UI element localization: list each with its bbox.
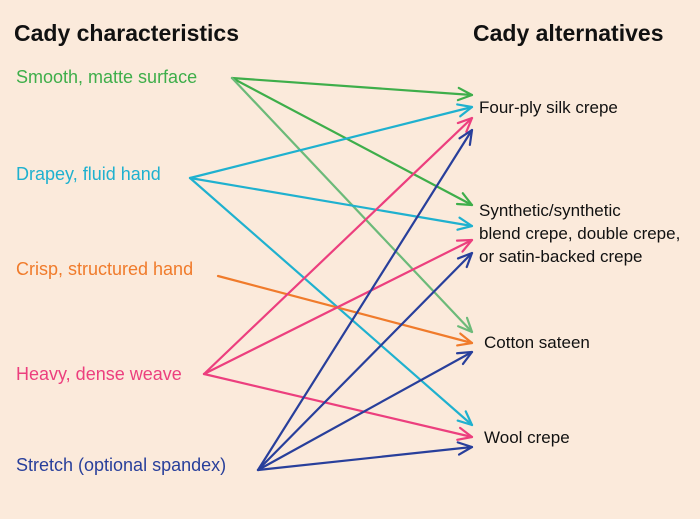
arrow-crisp-to-sateen — [216, 274, 474, 347]
arrow-heavy-to-synthetic — [202, 238, 474, 376]
char-drapey: Drapey, fluid hand — [16, 164, 161, 184]
arrow-heavy-to-silk — [202, 116, 474, 376]
alt-synthetic: Synthetic/synthetic blend crepe, double … — [479, 199, 680, 268]
arrow-drapey-to-wool — [188, 176, 474, 427]
heading-characteristics: Cady characteristics — [14, 20, 240, 46]
arrow-stretch-to-sateen — [256, 350, 474, 472]
arrow-smooth-to-silk — [230, 76, 474, 102]
alt-synthetic-line-3: or satin-backed crepe — [479, 247, 643, 266]
arrow-stretch-to-wool — [256, 441, 474, 472]
arrow-stretch-to-silk — [256, 128, 474, 472]
alt-synthetic-line-1: Synthetic/synthetic — [479, 201, 621, 220]
alt-silk: Four-ply silk crepe — [479, 96, 618, 119]
alt-wool: Wool crepe — [484, 426, 570, 449]
char-heavy: Heavy, dense weave — [16, 364, 182, 384]
alt-wool-line: Wool crepe — [484, 428, 570, 447]
char-stretch: Stretch (optional spandex) — [16, 455, 227, 475]
alt-sateen-line: Cotton sateen — [484, 333, 590, 352]
alt-sateen: Cotton sateen — [484, 331, 590, 354]
char-smooth: Smooth, matte surface — [16, 67, 198, 87]
char-crisp: Crisp, structured hand — [16, 259, 194, 279]
arrow-heavy-to-wool — [202, 372, 474, 441]
heading-alternatives: Cady alternatives — [473, 20, 664, 46]
alt-silk-line: Four-ply silk crepe — [479, 98, 618, 117]
arrow-drapey-to-silk — [188, 103, 474, 180]
alt-synthetic-line-2: blend crepe, double crepe, — [479, 224, 681, 243]
arrow-stretch-to-synthetic — [256, 251, 474, 472]
arrow-drapey-to-synthetic — [188, 176, 474, 231]
arrow-smooth-to-synthetic — [230, 76, 474, 207]
